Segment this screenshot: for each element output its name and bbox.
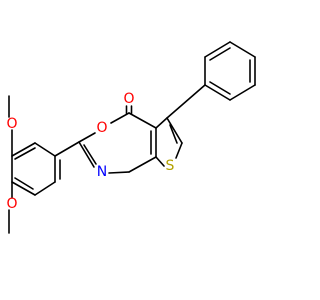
bond — [175, 142, 183, 159]
methoxy-oxygen-lower-label: O — [6, 196, 17, 212]
carbonyl-oxygen-label: O — [123, 91, 134, 107]
bond — [14, 147, 36, 160]
bonds — [8, 41, 256, 234]
bond — [110, 112, 130, 124]
bond — [229, 84, 256, 101]
bond — [14, 177, 34, 190]
bond — [54, 141, 80, 157]
ring-sulfur-label: S — [166, 158, 175, 174]
bond — [78, 132, 96, 143]
ring-nitrogen-label: N — [97, 164, 107, 180]
bond — [83, 144, 97, 165]
bond — [155, 156, 165, 167]
bond — [166, 84, 206, 119]
ring-oxygen-label: O — [96, 120, 107, 136]
bond — [34, 142, 56, 157]
methoxy-oxygen-upper-label: O — [6, 116, 17, 132]
bond — [78, 141, 95, 168]
bond — [108, 171, 130, 174]
bond — [229, 41, 256, 58]
bond — [128, 156, 157, 173]
bond — [169, 124, 178, 144]
bond — [204, 84, 231, 101]
bond — [11, 142, 36, 157]
molecule-structure-diagram: O O N S O O — [6, 41, 256, 234]
bond — [166, 117, 183, 144]
bond — [34, 181, 56, 196]
bond — [204, 41, 231, 58]
bond — [11, 181, 36, 196]
bond — [128, 112, 157, 129]
bond — [155, 117, 168, 129]
bond — [209, 81, 231, 95]
bond — [209, 47, 231, 61]
atom-labels: O O N S O O — [6, 91, 174, 212]
